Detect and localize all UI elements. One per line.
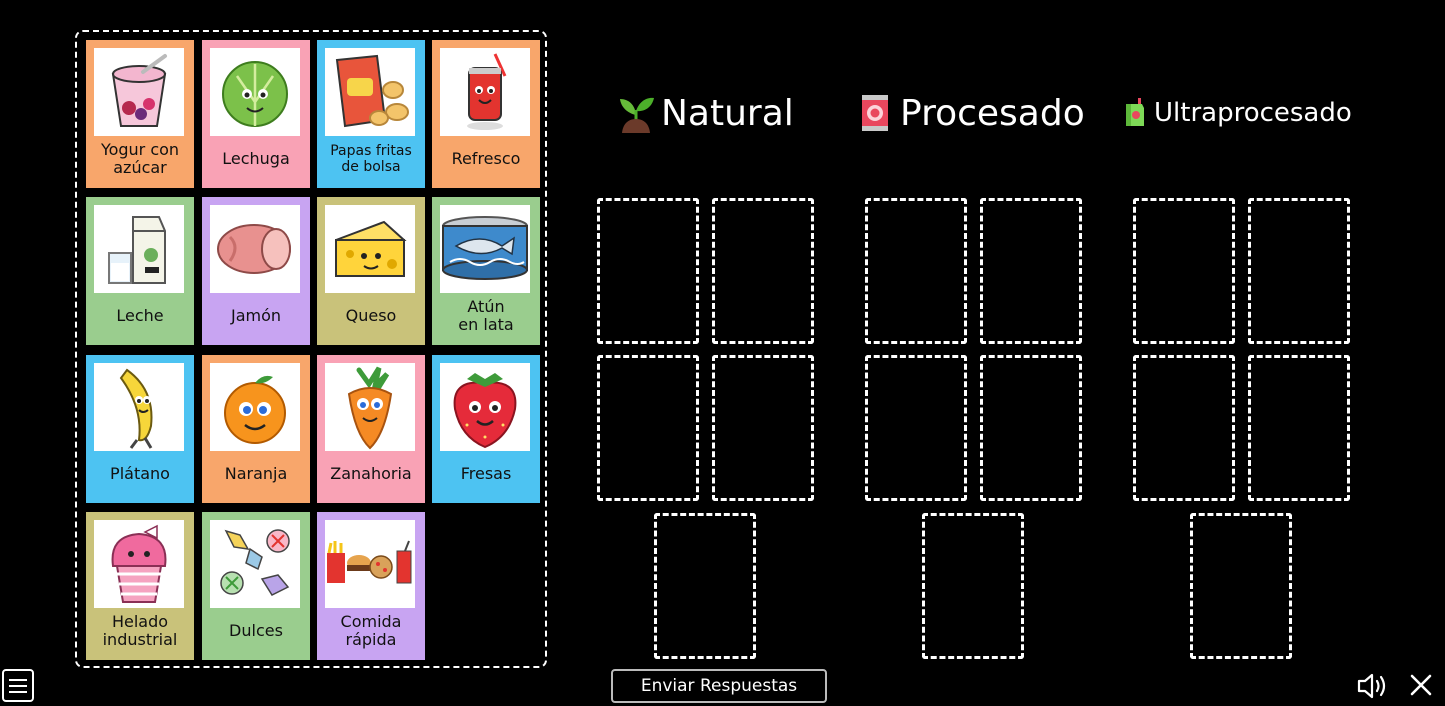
food-card-leche[interactable]: Leche [86, 197, 194, 345]
milk-icon [94, 205, 184, 293]
food-card-yogur[interactable]: Yogur con azúcar [86, 40, 194, 188]
category-label: Procesado [900, 92, 1085, 134]
canned-food-icon [860, 93, 890, 133]
hamburger-menu-icon[interactable] [2, 669, 34, 702]
food-card-naranja[interactable]: Naranja [202, 355, 310, 503]
drop-slot[interactable] [865, 198, 967, 344]
food-card-comida[interactable]: Comida rápida [317, 512, 425, 660]
food-card-papas[interactable]: Papas fritas de bolsa [317, 40, 425, 188]
drop-slot[interactable] [1248, 355, 1350, 501]
drop-slot[interactable] [980, 198, 1082, 344]
drop-slot[interactable] [865, 355, 967, 501]
food-card-helado[interactable]: Helado industrial [86, 512, 194, 660]
category-label: Ultraprocesado [1154, 98, 1352, 128]
candies-icon [210, 520, 300, 608]
ham-icon [210, 205, 300, 293]
food-card-label: Leche [116, 306, 164, 325]
drop-slot[interactable] [597, 198, 699, 344]
card-bank [75, 30, 547, 668]
ice-cream-icon [94, 520, 184, 608]
food-card-platano[interactable]: Plátano [86, 355, 194, 503]
food-card-zanahoria[interactable]: Zanahoria [317, 355, 425, 503]
food-card-refresco[interactable]: Refresco [432, 40, 540, 188]
juice-box-icon [1124, 98, 1146, 128]
submit-answers-button[interactable]: Enviar Respuestas [611, 669, 827, 703]
food-card-label: Papas fritas de bolsa [330, 143, 412, 175]
drop-slot[interactable] [1190, 513, 1292, 659]
drop-slot[interactable] [1248, 198, 1350, 344]
drop-slot[interactable] [654, 513, 756, 659]
drop-slot[interactable] [1133, 198, 1235, 344]
food-card-label: Yogur con azúcar [100, 140, 180, 177]
food-card-label: Fresas [460, 464, 512, 483]
food-card-jamon[interactable]: Jamón [202, 197, 310, 345]
food-card-queso[interactable]: Queso [317, 197, 425, 345]
drop-slot[interactable] [597, 355, 699, 501]
lettuce-icon [210, 48, 300, 136]
chips-bag-icon [325, 48, 415, 136]
banana-icon [94, 363, 184, 451]
food-card-fresas[interactable]: Fresas [432, 355, 540, 503]
category-title-procesado: Procesado [860, 88, 1085, 138]
food-card-label: Zanahoria [330, 464, 412, 483]
food-card-label: Helado industrial [102, 612, 178, 649]
orange-icon [210, 363, 300, 451]
soda-can-icon [440, 48, 530, 136]
food-card-label: Lechuga [222, 149, 290, 168]
food-card-dulces[interactable]: Dulces [202, 512, 310, 660]
close-icon[interactable] [1404, 670, 1438, 702]
food-card-label: Dulces [229, 621, 283, 640]
speaker-icon[interactable] [1356, 670, 1390, 702]
tuna-can-icon [440, 205, 530, 293]
fast-food-icon [325, 520, 415, 608]
food-card-lechuga[interactable]: Lechuga [202, 40, 310, 188]
drop-slot[interactable] [922, 513, 1024, 659]
cheese-icon [325, 205, 415, 293]
strawberry-icon [440, 363, 530, 451]
food-card-label: Atún en lata [458, 297, 514, 334]
drop-slot[interactable] [1133, 355, 1235, 501]
drop-slot[interactable] [712, 355, 814, 501]
food-card-label: Jamón [230, 306, 282, 325]
category-title-natural: Natural [617, 88, 794, 138]
food-card-label: Refresco [451, 149, 521, 168]
food-card-label: Plátano [110, 464, 170, 483]
drop-slot[interactable] [712, 198, 814, 344]
drop-slot[interactable] [980, 355, 1082, 501]
carrot-icon [325, 363, 415, 451]
category-label: Natural [661, 92, 794, 134]
sprout-icon [617, 93, 655, 133]
food-card-label: Comida rápida [340, 612, 402, 649]
food-card-label: Naranja [224, 464, 288, 483]
food-card-label: Queso [345, 306, 397, 325]
category-title-ultraprocesado: Ultraprocesado [1124, 88, 1352, 138]
food-card-atun[interactable]: Atún en lata [432, 197, 540, 345]
yogurt-icon [94, 48, 184, 136]
